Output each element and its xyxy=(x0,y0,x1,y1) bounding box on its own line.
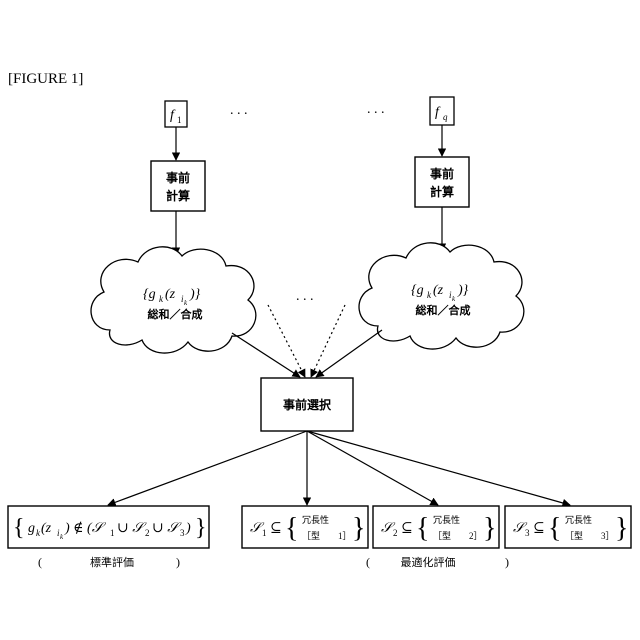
opt3-line2: ［型 xyxy=(565,531,583,542)
cloud-ellipsis: . . . xyxy=(296,289,314,304)
precompute-box-left: 事前 計算 xyxy=(151,161,205,211)
svg-text:3: 3 xyxy=(525,528,530,538)
svg-text:⊆: ⊆ xyxy=(401,521,413,536)
optimized-caption-group: ( 最適化評価 ) xyxy=(366,555,509,569)
arrow-preselect-to-opt3 xyxy=(307,431,570,505)
svg-text:(: ( xyxy=(366,555,370,569)
arrow-dotted-right-to-preselect xyxy=(311,305,345,377)
svg-text:1: 1 xyxy=(262,528,267,538)
svg-text:{: { xyxy=(548,513,561,544)
opt3-num: 3］ xyxy=(601,531,615,541)
precompute-right-line1: 事前 xyxy=(430,166,454,181)
svg-text:}: } xyxy=(483,513,496,544)
svg-text:g: g xyxy=(28,521,35,536)
preselect-box: 事前選択 xyxy=(261,378,353,431)
arrow-cloud-left-to-preselect xyxy=(232,333,300,377)
opt2-line2: ［型 xyxy=(433,531,451,542)
svg-text:{g: {g xyxy=(411,283,424,298)
figure-label: [FIGURE 1] xyxy=(8,71,83,87)
preselect-label: 事前選択 xyxy=(283,397,332,412)
input-f1-node: f 1 xyxy=(165,101,187,127)
opt-box-1: 𝒮 1 ⊆ { 冗長性 ［型 1］ } xyxy=(242,506,368,548)
svg-text:): ) xyxy=(185,521,191,536)
svg-text:{: { xyxy=(416,513,429,544)
opt1-line1: 冗長性 xyxy=(302,514,329,526)
svg-text:(z: (z xyxy=(433,283,444,298)
opt3-line1: 冗長性 xyxy=(565,514,592,526)
arrow-preselect-to-opt2 xyxy=(307,431,438,505)
opt-box-3: 𝒮 3 ⊆ { 冗長性 ［型 3］ } xyxy=(505,506,631,548)
svg-text:{: { xyxy=(285,513,298,544)
svg-text:(z: (z xyxy=(41,521,52,536)
input-f1-subscript: 1 xyxy=(177,115,182,125)
precompute-right-line2: 計算 xyxy=(430,184,454,199)
opt1-num: 1］ xyxy=(338,531,352,541)
precompute-left-line2: 計算 xyxy=(166,188,190,203)
svg-text:∪ 𝒮: ∪ 𝒮 xyxy=(152,521,182,536)
opt1-line2: ［型 xyxy=(302,531,320,542)
input-ellipsis-right: . . . xyxy=(367,102,385,117)
opt2-line1: 冗長性 xyxy=(433,514,460,526)
input-ellipsis-left: . . . xyxy=(230,103,248,118)
svg-text:): ) xyxy=(176,555,180,569)
standard-evaluation-box: { g k (z i k ) ∉ (𝒮 1 ∪ 𝒮 2 ∪ 𝒮 3 ) } xyxy=(8,506,209,548)
opt2-num: 2］ xyxy=(469,531,483,541)
svg-text:2: 2 xyxy=(145,528,150,538)
standard-brace-close: } xyxy=(195,515,207,541)
svg-text:3: 3 xyxy=(180,528,185,538)
svg-text:⊆: ⊆ xyxy=(533,521,545,536)
svg-text:)}: )} xyxy=(189,287,201,302)
svg-text:)}: )} xyxy=(457,283,469,298)
input-fq-subscript: q xyxy=(443,112,448,122)
svg-text:}: } xyxy=(352,513,365,544)
arrow-cloud-right-to-preselect xyxy=(316,330,382,377)
svg-text:(z: (z xyxy=(165,287,176,302)
cloud-left: {g k (z i k )} 総和／合成 xyxy=(91,247,256,353)
cloud-left-caption: 総和／合成 xyxy=(148,307,203,321)
svg-text:⊆: ⊆ xyxy=(270,521,282,536)
cloud-right: {g k (z i k )} 総和／合成 xyxy=(359,243,524,349)
optimized-caption: 最適化評価 xyxy=(401,555,456,569)
cloud-right-caption: 総和／合成 xyxy=(416,303,471,317)
svg-text:) ∉ (𝒮: ) ∉ (𝒮 xyxy=(64,521,107,536)
svg-text:∪ 𝒮: ∪ 𝒮 xyxy=(117,521,147,536)
standard-caption: 標準評価 xyxy=(90,555,134,569)
opt-box-2: 𝒮 2 ⊆ { 冗長性 ［型 2］ } xyxy=(373,506,499,548)
svg-text:{g: {g xyxy=(143,287,156,302)
input-fq-node: f q xyxy=(430,97,454,125)
precompute-left-line1: 事前 xyxy=(166,170,190,185)
svg-text:}: } xyxy=(615,513,628,544)
svg-text:(: ( xyxy=(38,555,42,569)
arrow-preselect-to-standard xyxy=(108,431,307,505)
standard-caption-group: ( 標準評価 ) xyxy=(38,555,180,569)
arrow-dotted-left-to-preselect xyxy=(268,305,305,377)
standard-brace-open: { xyxy=(13,515,25,541)
svg-text:1: 1 xyxy=(110,528,115,538)
svg-text:): ) xyxy=(505,555,509,569)
precompute-box-right: 事前 計算 xyxy=(415,157,469,207)
svg-text:2: 2 xyxy=(393,528,398,538)
